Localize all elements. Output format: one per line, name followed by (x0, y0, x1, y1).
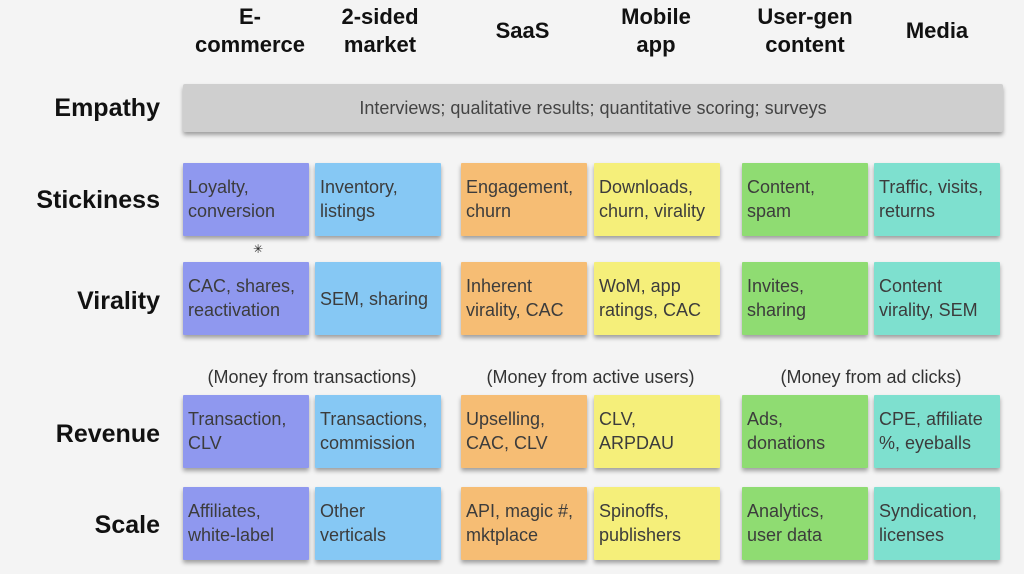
scale-card-ecommerce: Affiliates, white-label (183, 487, 309, 560)
revenue-card-saas: Upselling, CAC, CLV (461, 395, 587, 468)
revenue-note-transactions: (Money from transactions) (207, 366, 417, 387)
virality-card-2-sided-market: SEM, sharing (315, 262, 441, 335)
row-label-empathy: Empathy (54, 93, 160, 122)
row-label-virality: Virality (77, 286, 160, 315)
scale-card-mobile-app: Spinoffs, publishers (594, 487, 720, 560)
revenue-note-ad-clicks: (Money from ad clicks) (780, 366, 962, 387)
stickiness-card-user-gen-content: Content, spam (742, 163, 868, 236)
revenue-card-2-sided-market: Transactions, commission (315, 395, 441, 468)
virality-card-mobile-app: WoM, app ratings, CAC (594, 262, 720, 335)
scale-card-2-sided-market: Other verticals (315, 487, 441, 560)
virality-card-media: Content virality, SEM (874, 262, 1000, 335)
revenue-card-ecommerce: Transaction, CLV (183, 395, 309, 468)
virality-card-ecommerce: CAC, shares, reactivation (183, 262, 309, 335)
stickiness-card-2-sided-market: Inventory, listings (315, 163, 441, 236)
revenue-card-user-gen-content: Ads, donations (742, 395, 868, 468)
column-header-saas: SaaS (495, 18, 550, 43)
virality-card-saas: Inherent virality, CAC (461, 262, 587, 335)
revenue-note-active-users: (Money from active users) (486, 366, 695, 387)
revenue-card-mobile-app: CLV, ARPDAU (594, 395, 720, 468)
row-label-scale: Scale (94, 510, 160, 539)
column-header-user-gen-content: User-gen content (757, 4, 853, 57)
scale-card-user-gen-content: Analytics, user data (742, 487, 868, 560)
column-header-2-sided-market: 2-sided market (341, 4, 419, 57)
column-header-ecommerce: E- commerce (194, 4, 306, 57)
row-label-stickiness: Stickiness (36, 185, 160, 214)
virality-card-user-gen-content: Invites, sharing (742, 262, 868, 335)
empathy-banner: Interviews; qualitative results; quantit… (183, 84, 1003, 132)
column-header-media: Media (905, 18, 969, 43)
row-label-revenue: Revenue (55, 419, 160, 448)
column-header-mobile-app: Mobile app (621, 4, 691, 57)
revenue-card-media: CPE, affiliate %, eyeballs (874, 395, 1000, 468)
scale-card-media: Syndication, licenses (874, 487, 1000, 560)
stickiness-card-mobile-app: Downloads, churn, virality (594, 163, 720, 236)
stickiness-card-media: Traffic, visits, returns (874, 163, 1000, 236)
stickiness-card-ecommerce: Loyalty, conversion (183, 163, 309, 236)
stickiness-card-saas: Engagement, churn (461, 163, 587, 236)
busy-cursor-icon: ✳ (253, 242, 264, 256)
scale-card-saas: API, magic #, mktplace (461, 487, 587, 560)
